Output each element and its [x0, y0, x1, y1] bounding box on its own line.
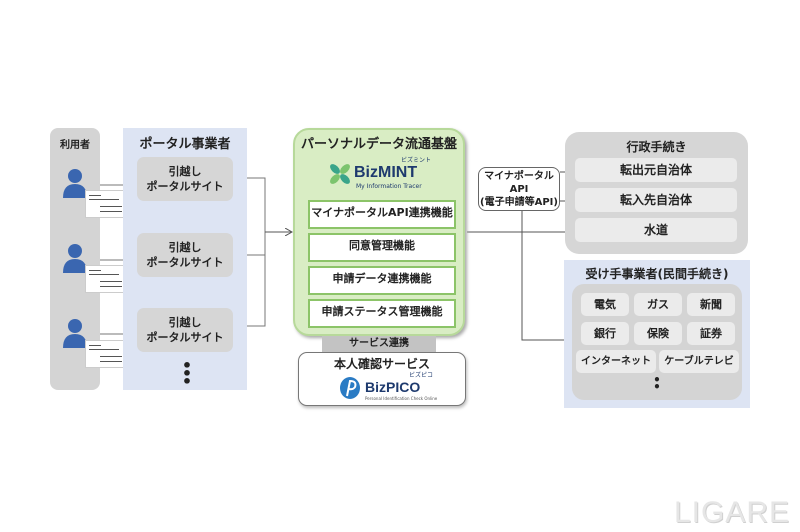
- private-title: 受け手事業者(民間手続き): [585, 267, 729, 281]
- private-item-electricity: 電気: [581, 293, 629, 316]
- bracket-portal-platform: [235, 177, 266, 327]
- function-application-data: 申請データ連携機能: [308, 266, 456, 295]
- portal-site-label: ポータルサイト: [146, 256, 224, 269]
- user-icon: [63, 169, 87, 198]
- private-items-panel: 電気 ガス 新聞 銀行 保険 証券 インターネット ケーブルテレビ ••: [572, 284, 742, 400]
- mynaportal-api-box: マイナポータル API (電子申請等API): [478, 167, 560, 211]
- bizmint-logo: ビズミント BizMINT My Information Tracer: [329, 157, 433, 195]
- private-item-internet: インターネット: [576, 350, 656, 373]
- function-application-status: 申請ステータス管理機能: [308, 299, 456, 328]
- user-icon: [63, 244, 87, 273]
- users-title: 利用者: [60, 140, 90, 151]
- portal-site-label: 引越し: [168, 165, 202, 178]
- portal-site-label: 引越し: [168, 241, 202, 254]
- api-label-line3: (電子申請等API): [480, 197, 558, 208]
- portal-operators-column: ポータル事業者 引越し ポータルサイト 引越し ポータルサイト 引越し ポータル…: [123, 128, 247, 390]
- portal-site-label: ポータルサイト: [146, 180, 224, 193]
- private-item-newspaper: 新聞: [687, 293, 735, 316]
- private-ellipsis: ••: [653, 373, 661, 394]
- portal-site-2: 引越し ポータルサイト: [137, 233, 233, 277]
- function-mynaportal-api: マイナポータルAPI連携機能: [308, 200, 456, 229]
- government-procedures: 行政手続き 転出元自治体 転入先自治体 水道: [565, 132, 748, 254]
- bizpico-kana: ビズピコ: [409, 372, 434, 379]
- government-title: 行政手続き: [626, 140, 687, 154]
- id-card-icon: [85, 190, 127, 218]
- private-item-gas: ガス: [634, 293, 682, 316]
- portal-site-label: 引越し: [168, 316, 202, 329]
- id-card-icon: [85, 265, 127, 293]
- identity-title: 本人確認サービス: [333, 357, 430, 371]
- private-item-insurance: 保険: [634, 322, 682, 345]
- portal-ellipsis: •••: [181, 356, 193, 391]
- gov-item-destination-municipality: 転入先自治体: [575, 188, 737, 212]
- gov-item-water: 水道: [575, 218, 737, 242]
- portal-site-1: 引越し ポータルサイト: [137, 157, 233, 201]
- gov-item-origin-municipality: 転出元自治体: [575, 158, 737, 182]
- ligare-watermark: LIGARE: [673, 496, 790, 529]
- api-label-line2: API: [509, 184, 529, 195]
- private-item-bank: 銀行: [581, 322, 629, 345]
- leaf-logo-icon: [330, 164, 350, 184]
- p-logo-icon: [340, 377, 360, 399]
- identity-verification-service: 本人確認サービス ビズピコ BizPICO Personal Identific…: [298, 352, 466, 406]
- bizmint-logo-text: BizMINT: [354, 164, 418, 181]
- id-card-icon: [85, 340, 127, 368]
- private-item-cable-tv: ケーブルテレビ: [659, 350, 739, 373]
- bizmint-kana: ビズミント: [401, 157, 432, 164]
- portal-site-3: 引越し ポータルサイト: [137, 308, 233, 352]
- bizmint-tagline: My Information Tracer: [356, 183, 422, 190]
- private-receivers: 受け手事業者(民間手続き) 電気 ガス 新聞 銀行 保険 証券 インターネット …: [564, 260, 750, 408]
- service-link-bar: サービス連携: [322, 336, 436, 352]
- portal-title: ポータル事業者: [139, 137, 231, 152]
- portal-site-label: ポータルサイト: [146, 331, 224, 344]
- private-item-securities: 証券: [687, 322, 735, 345]
- user-icon: [63, 319, 87, 348]
- platform-title: パーソナルデータ流通基盤: [300, 137, 457, 152]
- personal-data-platform: パーソナルデータ流通基盤 ビズミント BizMINT My Informatio…: [293, 128, 465, 336]
- bizpico-logo: ビズピコ BizPICO Personal Identification Che…: [339, 372, 449, 405]
- api-label-line1: マイナポータル: [484, 171, 554, 182]
- bizpico-tagline: Personal Identification Check Online: [365, 396, 438, 401]
- arrow-to-private: [521, 232, 572, 340]
- bizpico-logo-text: BizPICO: [365, 379, 421, 395]
- function-consent-management: 同意管理機能: [308, 233, 456, 262]
